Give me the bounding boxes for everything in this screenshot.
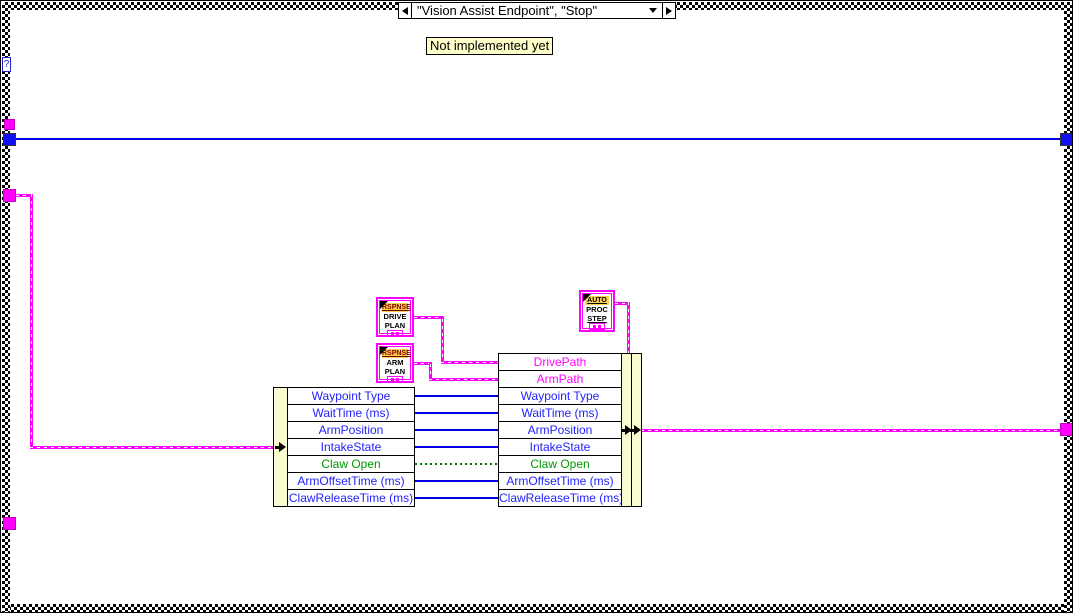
wire-waypoint-type[interactable]: [415, 395, 498, 397]
unbundle-field-clawreleasetime[interactable]: ClawReleaseTime (ms): [287, 489, 415, 507]
constant-banner: AUTO: [585, 296, 609, 305]
bundle-output-terminal-icon: [630, 425, 642, 435]
cluster-glyph-icon: [387, 330, 403, 337]
case-structure-border-bottom[interactable]: [2, 604, 1071, 612]
tunnel-cluster-left-lower[interactable]: [3, 517, 16, 530]
bundle-field-intakestate[interactable]: IntakeState: [498, 438, 622, 456]
wire-arm-plan-seg1[interactable]: [414, 362, 432, 365]
unbundle-field-armoffsettime[interactable]: ArmOffsetTime (ms): [287, 472, 415, 490]
tunnel-cluster-right-output[interactable]: [1060, 423, 1072, 436]
case-structure-border-left[interactable]: [2, 2, 10, 612]
case-structure-border-right[interactable]: [1064, 2, 1072, 612]
wire-output-cluster[interactable]: [641, 429, 1060, 432]
tunnel-numeric-right[interactable]: [1060, 133, 1072, 146]
wire-arm-plan-seg3[interactable]: [429, 378, 498, 381]
unbundle-field-armposition[interactable]: ArmPosition: [287, 421, 415, 439]
constant-line: PLAN: [384, 367, 406, 376]
wire-drive-plan-seg3[interactable]: [441, 361, 498, 364]
wire-claw-open-boolean[interactable]: [415, 463, 498, 465]
cluster-glyph-icon: [589, 323, 605, 330]
case-selector-label[interactable]: "Vision Assist Endpoint", "Stop": [398, 2, 676, 19]
unbundle-field-waypoint-type[interactable]: Waypoint Type: [287, 387, 415, 405]
right-arrow-icon: [666, 6, 672, 15]
unbundle-by-name-node[interactable]: Waypoint Type WaitTime (ms) ArmPosition …: [287, 387, 415, 507]
bundle-field-waittime[interactable]: WaitTime (ms): [498, 404, 622, 422]
wire-waittime[interactable]: [415, 412, 498, 414]
bundle-field-armpath[interactable]: ArmPath: [498, 370, 622, 388]
wire-arm-plan-seg2[interactable]: [429, 362, 432, 381]
left-arrow-icon: [402, 6, 408, 15]
constant-line: PLAN: [384, 321, 406, 330]
wire-armoffsettime[interactable]: [415, 480, 498, 482]
bundle-mid-terminal-icon: [621, 425, 633, 435]
typedef-corner-icon: [583, 294, 591, 302]
bundle-field-armoffsettime[interactable]: ArmOffsetTime (ms): [498, 472, 622, 490]
cluster-constant-auto-proc-step[interactable]: AUTO PROC STEP: [579, 290, 615, 332]
tunnel-cluster-left-upper[interactable]: [4, 119, 15, 130]
unbundle-field-claw-open[interactable]: Claw Open: [287, 455, 415, 473]
constant-line: PROC: [586, 305, 608, 314]
bundle-field-claw-open[interactable]: Claw Open: [498, 455, 622, 473]
wire-numeric-passthrough[interactable]: [16, 138, 1060, 140]
previous-case-button[interactable]: [399, 3, 412, 18]
bundle-field-armposition[interactable]: ArmPosition: [498, 421, 622, 439]
constant-line: STEP: [587, 314, 607, 323]
bundle-field-waypoint-type[interactable]: Waypoint Type: [498, 387, 622, 405]
constant-line: ARM: [386, 358, 404, 367]
wire-input-cluster-seg2[interactable]: [30, 194, 33, 449]
wire-auto-proc-seg2[interactable]: [627, 302, 630, 354]
wire-drive-plan-seg2[interactable]: [441, 316, 444, 364]
tunnel-numeric-left[interactable]: [3, 133, 16, 146]
wire-intakestate[interactable]: [415, 446, 498, 448]
cluster-constant-arm-plan[interactable]: RSPNSE ARM PLAN: [376, 343, 414, 383]
unbundle-input-terminal-icon: [275, 442, 287, 452]
constant-line: DRIVE: [383, 312, 407, 321]
typedef-corner-icon: [380, 347, 388, 355]
bundle-field-clawreleasetime[interactable]: ClawReleaseTime (ms): [498, 489, 622, 507]
wire-armposition[interactable]: [415, 429, 498, 431]
tunnel-cluster-left-input[interactable]: [3, 189, 16, 202]
unbundle-field-waittime[interactable]: WaitTime (ms): [287, 404, 415, 422]
wire-input-cluster-seg1[interactable]: [16, 194, 33, 197]
typedef-corner-icon: [380, 301, 388, 309]
cluster-constant-drive-plan[interactable]: RSPNSE DRIVE PLAN: [376, 297, 414, 337]
wire-auto-proc-seg1[interactable]: [615, 302, 630, 305]
case-selector-value[interactable]: "Vision Assist Endpoint", "Stop": [412, 3, 662, 18]
cluster-glyph-icon: [387, 376, 403, 383]
unbundle-field-intakestate[interactable]: IntakeState: [287, 438, 415, 456]
dropdown-arrow-icon[interactable]: [649, 8, 657, 13]
next-case-button[interactable]: [662, 3, 675, 18]
wire-drive-plan-seg1[interactable]: [414, 316, 444, 319]
case-selector-terminal[interactable]: ?: [2, 57, 11, 72]
case-selector-text: "Vision Assist Endpoint", "Stop": [417, 3, 598, 18]
bundle-field-drivepath[interactable]: DrivePath: [498, 353, 622, 371]
wire-clawreleasetime[interactable]: [415, 497, 498, 499]
comment-label[interactable]: Not implemented yet: [426, 37, 554, 55]
constant-banner: RSPNSE: [382, 349, 411, 358]
constant-banner: RSPNSE: [382, 303, 411, 312]
bundle-by-name-node[interactable]: DrivePath ArmPath Waypoint Type WaitTime…: [498, 353, 622, 507]
wire-input-cluster-seg3[interactable]: [30, 446, 273, 449]
